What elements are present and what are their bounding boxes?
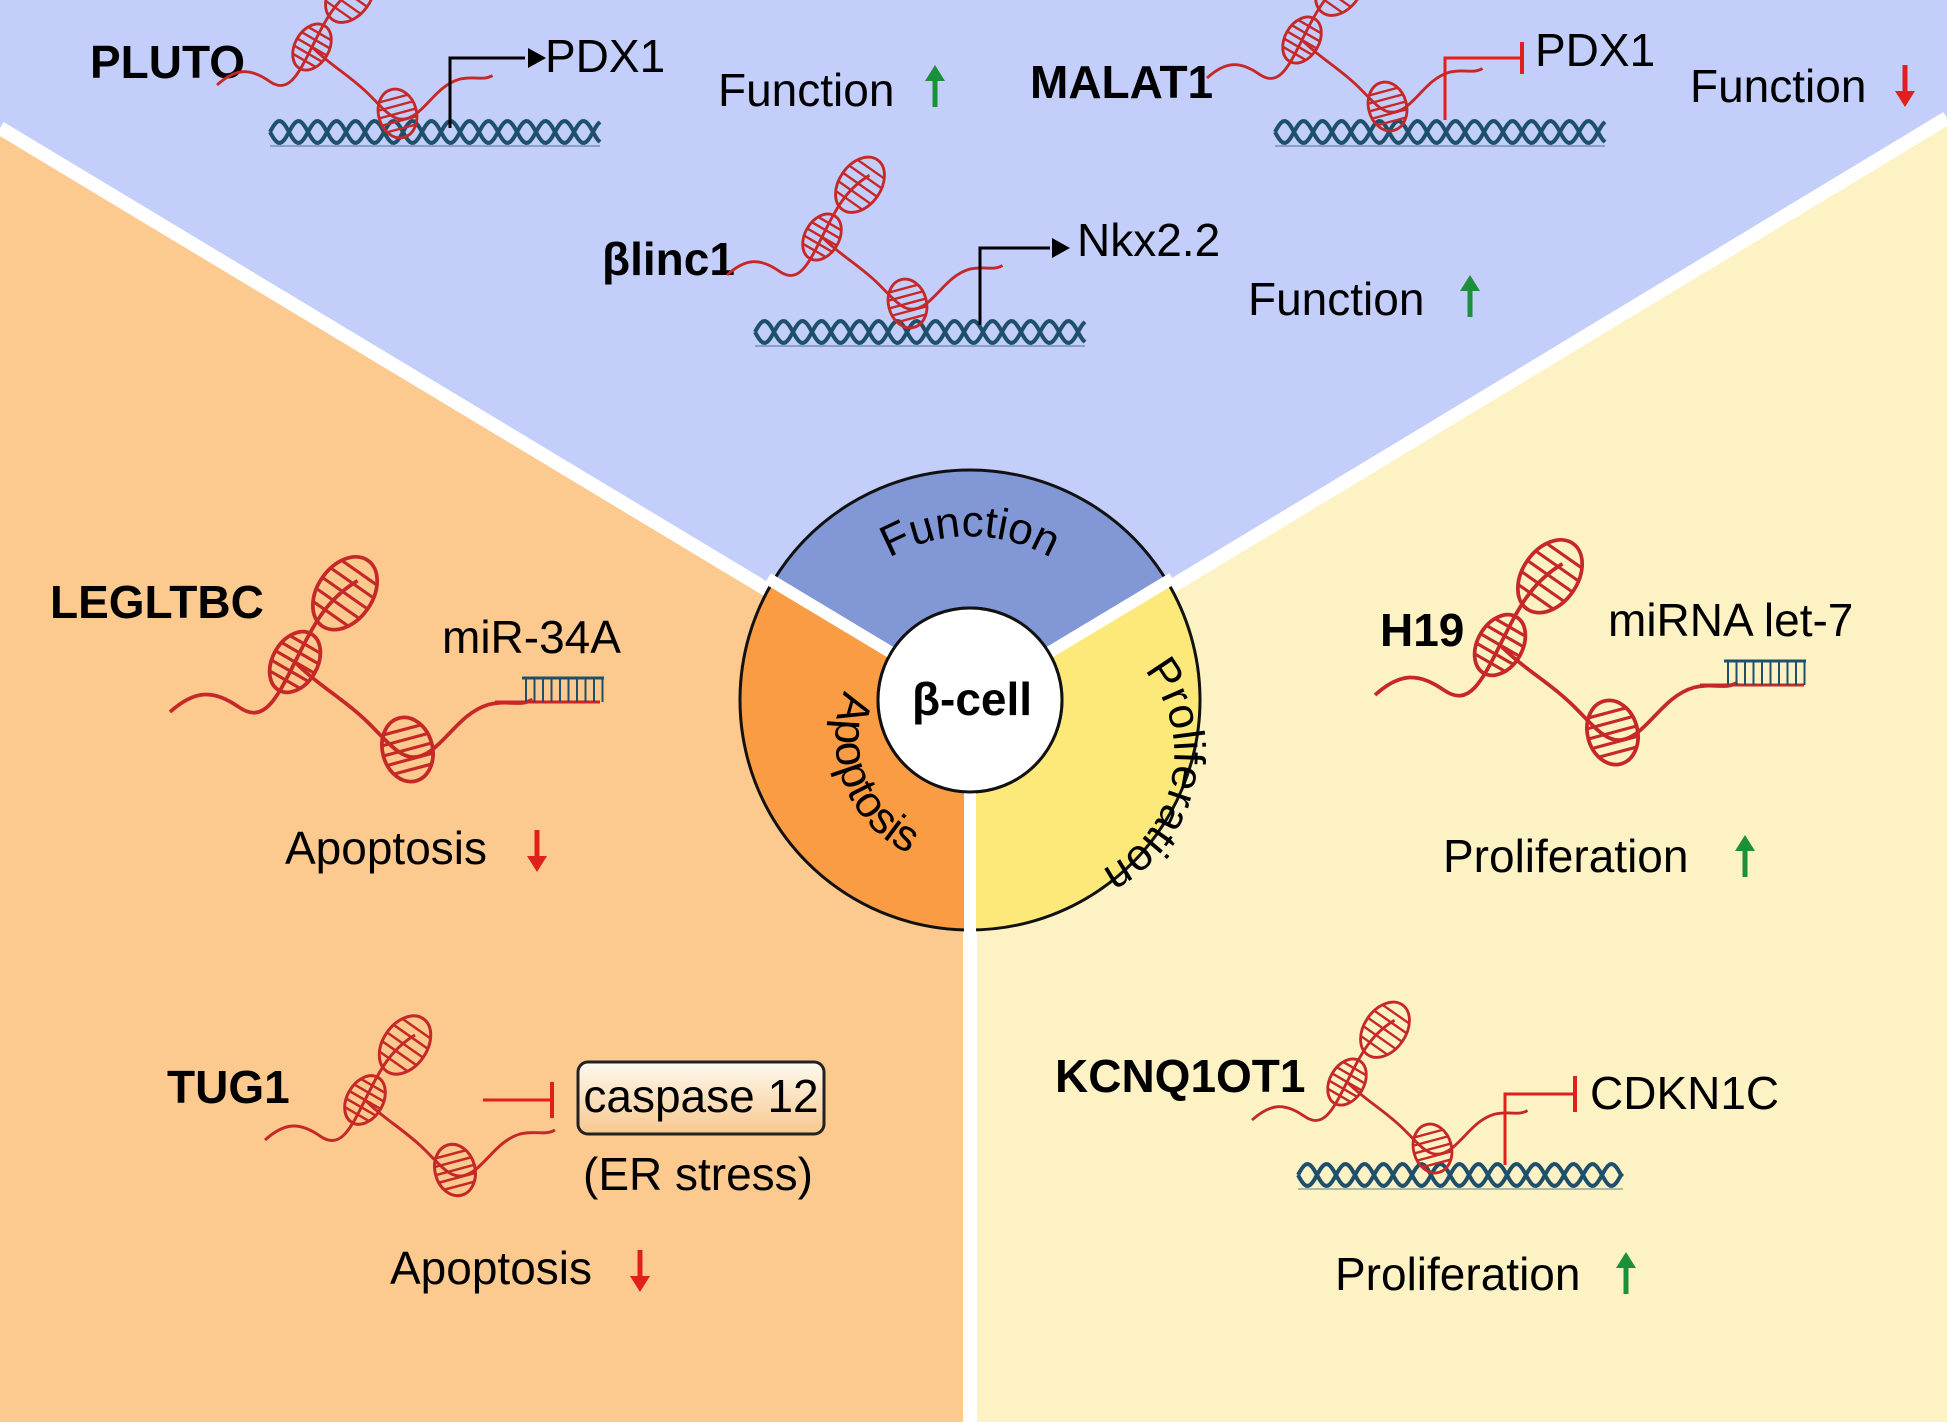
- tug1-lncrna-icon: [263, 1014, 556, 1198]
- caspase-12-box: [576, 1060, 826, 1136]
- pluto-gene-label: PLUTO: [90, 36, 245, 88]
- kcnq1ot1-up-arrow-icon: [1616, 1252, 1636, 1294]
- tug1-gene-label: TUG1: [167, 1061, 290, 1113]
- pluto-arrowhead: [528, 48, 546, 68]
- h19-mirna-duplex-icon: [1724, 659, 1806, 685]
- beta-cell-core: [876, 606, 1064, 794]
- malat1-inhibition-line: [1443, 56, 1522, 120]
- blinc1-target-label: Nkx2.2: [1077, 214, 1220, 266]
- blinc1-arrowhead: [1052, 238, 1070, 258]
- tug1-note-label: (ER stress): [583, 1148, 813, 1200]
- h19-up-arrow-icon: [1735, 835, 1755, 877]
- blinc1-entry: βlinc1 Nkx2.2 Function: [602, 155, 1480, 347]
- kcnq1ot1-effect-label: Proliferation: [1335, 1248, 1580, 1300]
- blinc1-gene-label: βlinc1: [602, 233, 735, 285]
- hub-outlines: [764, 573, 1176, 936]
- legltbc-effect-label: Apoptosis: [285, 822, 487, 874]
- legltbc-entry: LEGLTBC miR-34A Apoptosis: [50, 555, 621, 874]
- blinc1-up-arrow-icon: [1460, 275, 1480, 317]
- h19-gene-label: H19: [1380, 604, 1464, 656]
- h19-lncrna-icon: [1373, 538, 1739, 767]
- pluto-effect-label: Function: [718, 64, 894, 116]
- tug1-entry: TUG1 caspase 12 (ER stress) Apoptosis: [167, 1014, 826, 1294]
- pluto-target-label: PDX1: [545, 30, 665, 82]
- h19-target-label: miRNA let-7: [1608, 594, 1853, 646]
- tug1-down-arrow-icon: [630, 1250, 650, 1292]
- malat1-target-label: PDX1: [1535, 24, 1655, 76]
- kcnq1ot1-inhibition-line: [1503, 1092, 1575, 1165]
- kcnq1ot1-target-label: CDKN1C: [1590, 1067, 1779, 1119]
- beta-cell-hub: β-cell Function Apoptosis Proliferation: [738, 468, 1213, 936]
- pluto-activation-arrow: [448, 56, 525, 128]
- kcnq1ot1-lncrna-icon: [1251, 1000, 1624, 1190]
- kcnq1ot1-entry: KCNQ1OT1 CDKN1C Proliferation: [1055, 1000, 1779, 1300]
- kcnq1ot1-gene-label: KCNQ1OT1: [1055, 1050, 1305, 1102]
- function-panel-background: [0, 0, 1947, 710]
- legltbc-mirna-duplex-icon: [522, 676, 604, 702]
- tug1-effect-label: Apoptosis: [390, 1242, 592, 1294]
- legltbc-gene-label: LEGLTBC: [50, 576, 264, 628]
- malat1-down-arrow-icon: [1895, 65, 1915, 107]
- blinc1-activation-arrow: [978, 246, 1050, 325]
- tug1-target-label: caspase 12: [583, 1070, 818, 1122]
- blinc1-effect-label: Function: [1248, 273, 1424, 325]
- h19-entry: H19 miRNA let-7 Proliferation: [1373, 538, 1853, 882]
- malat1-entry: MALAT1 PDX1 Function: [1030, 0, 1915, 147]
- malat1-lncrna-icon: [1206, 0, 1607, 147]
- legltbc-down-arrow-icon: [527, 830, 547, 872]
- pluto-entry: PLUTO PDX1 Function: [90, 0, 945, 147]
- pluto-up-arrow-icon: [925, 65, 945, 107]
- pluto-lncrna-icon: [216, 0, 602, 147]
- malat1-effect-label: Function: [1690, 60, 1866, 112]
- beta-cell-label: β-cell: [912, 673, 1032, 725]
- malat1-gene-label: MALAT1: [1030, 56, 1213, 108]
- legltbc-target-label: miR-34A: [442, 611, 621, 663]
- h19-effect-label: Proliferation: [1443, 830, 1688, 882]
